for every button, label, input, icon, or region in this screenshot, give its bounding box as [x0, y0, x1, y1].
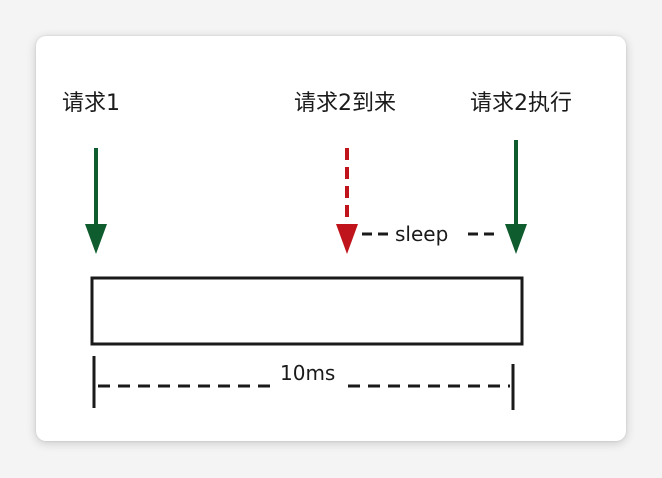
label-request2-execute: 请求2执行 — [470, 91, 572, 116]
arrow-request2-arrive-head — [336, 224, 358, 254]
sleep-connector: sleep — [362, 222, 498, 246]
arrow-request1 — [85, 148, 107, 254]
arrow-request2-execute-head — [505, 224, 527, 254]
diagram-card — [36, 36, 626, 441]
arrow-request2-execute — [505, 140, 527, 254]
label-sleep: sleep — [395, 222, 448, 246]
label-request2-arrive: 请求2到来 — [294, 91, 396, 116]
label-duration: 10ms — [280, 361, 335, 385]
arrow-request2-arrive — [336, 148, 358, 254]
arrow-request1-head — [85, 224, 107, 254]
duration-dimension: 10ms — [92, 356, 515, 410]
time-window-box — [90, 276, 524, 346]
label-request1: 请求1 — [62, 91, 120, 116]
